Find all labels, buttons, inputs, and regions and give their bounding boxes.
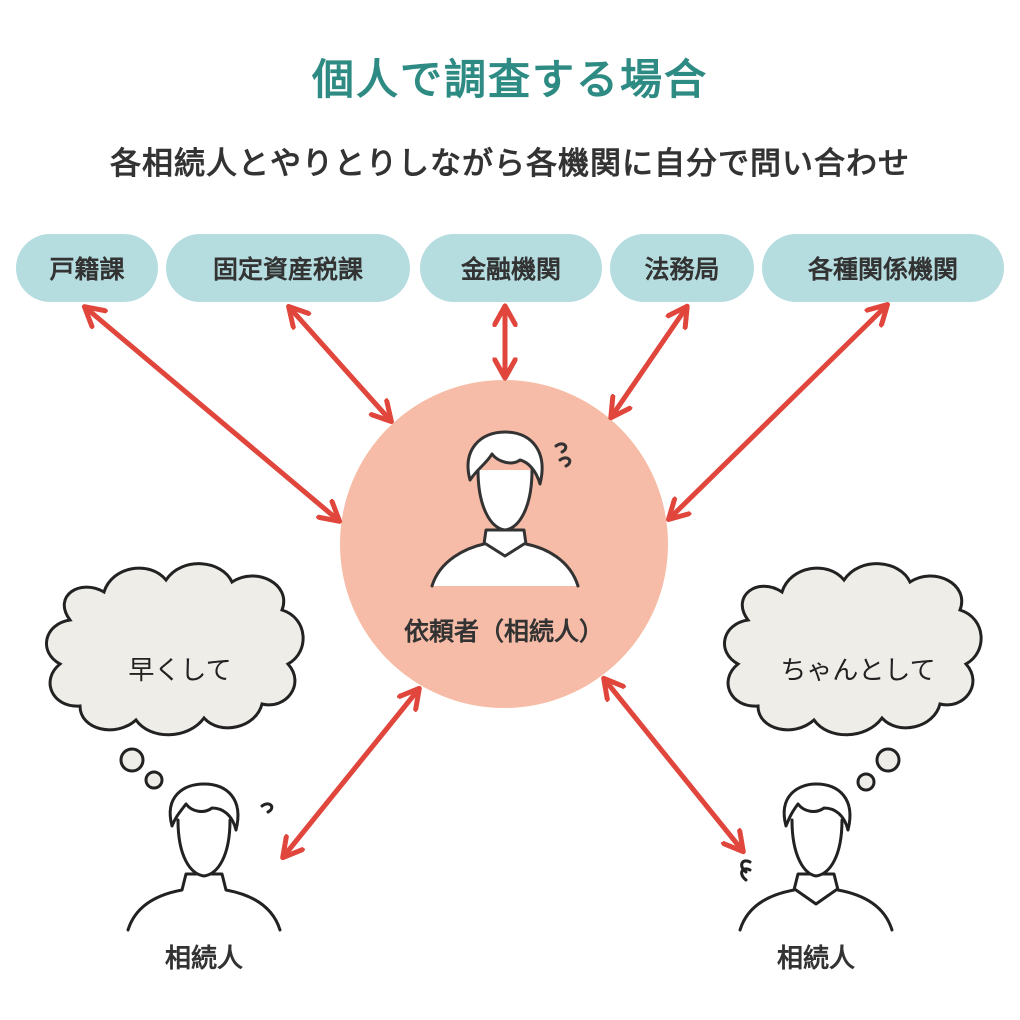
arrow-koseki: [86, 308, 338, 520]
agency-pill-financial: 金融機関: [420, 234, 602, 302]
agency-pill-legal-affairs: 法務局: [610, 234, 754, 302]
agency-label: 固定資産税課: [212, 255, 363, 284]
agency-pill-koseki: 戸籍課: [16, 234, 158, 302]
agency-pill-other: 各種関係機関: [762, 234, 1004, 302]
arrow-property-tax: [290, 308, 390, 420]
agency-label: 各種関係機関: [807, 255, 958, 284]
arrow-heir-right: [605, 680, 742, 850]
agency-label: 金融機関: [460, 255, 561, 284]
arrow-legal-affairs: [612, 308, 686, 416]
heir-right-label: 相続人: [776, 944, 855, 974]
agency-label: 戸籍課: [49, 255, 125, 284]
client-person-icon: [430, 430, 580, 588]
thought-text-left: 早くして: [128, 656, 232, 686]
diagram-title: 個人で調査する場合: [311, 55, 708, 104]
heir-left-label: 相続人: [164, 944, 243, 974]
heir-right-person-icon: [738, 782, 894, 932]
diagram-subtitle: 各相続人とやりとりしながら各機関に自分で問い合わせ: [110, 146, 910, 182]
arrow-other: [670, 306, 886, 518]
thought-bubble-left: [45, 562, 305, 790]
heir-left-person-icon: [126, 782, 282, 932]
thought-text-right: ちゃんとして: [780, 656, 936, 686]
agency-label: 法務局: [644, 255, 720, 284]
thought-bubble-right: [723, 562, 983, 792]
agency-pill-property-tax: 固定資産税課: [166, 234, 410, 302]
arrow-heir-left: [284, 690, 418, 856]
client-label: 依頼者（相続人）: [403, 617, 604, 646]
